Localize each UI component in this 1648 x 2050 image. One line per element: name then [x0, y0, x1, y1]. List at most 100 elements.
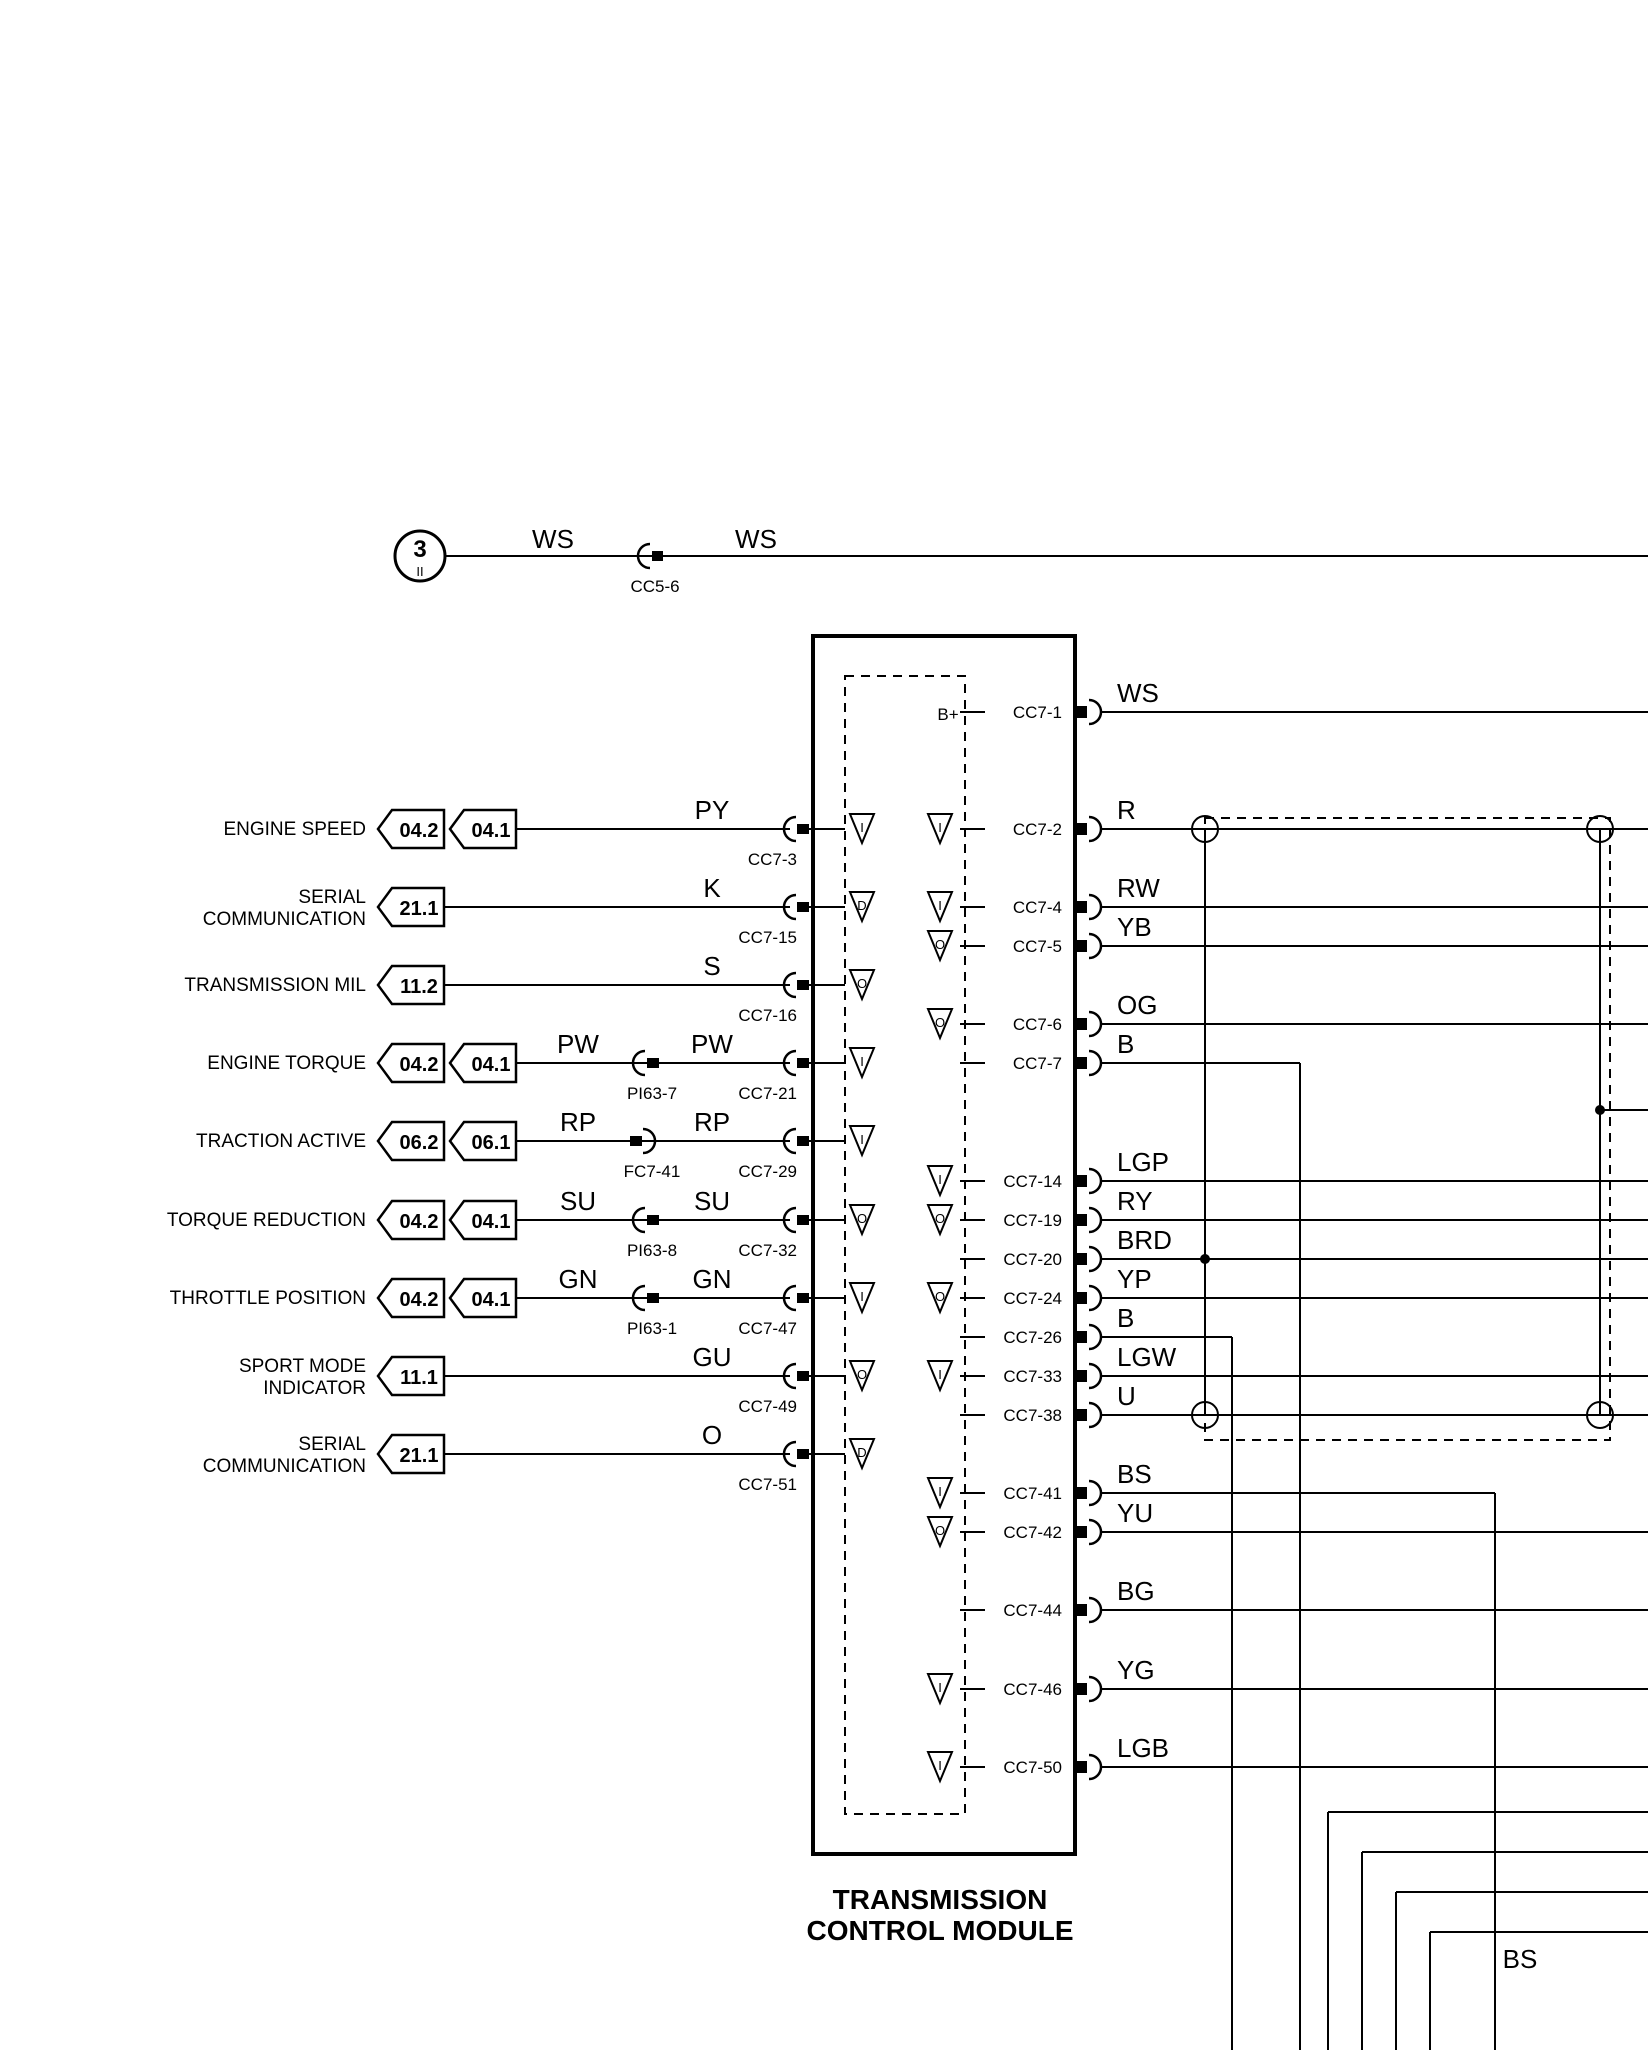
io-symbol-letter: O — [935, 1015, 945, 1030]
pin-contact — [797, 902, 809, 912]
pin-contact — [1075, 706, 1087, 718]
mid-connector-label: PI63-7 — [627, 1084, 677, 1103]
io-symbol-letter: O — [935, 937, 945, 952]
page-ref-label: 04.2 — [400, 1054, 439, 1076]
io-symbol-triangle — [926, 891, 954, 924]
pin-contact — [1075, 1487, 1087, 1499]
page-ref-label: 04.2 — [400, 1211, 439, 1233]
signal-label: COMMUNICATION — [203, 1456, 366, 1477]
wire-color-label: RW — [1117, 873, 1160, 903]
signal-label: THROTTLE POSITION — [170, 1288, 366, 1309]
shield-ring — [1191, 1401, 1219, 1429]
signal-label: TRANSMISSION MIL — [184, 975, 366, 996]
pin-contact — [1075, 823, 1087, 835]
page-ref-label: 21.1 — [400, 1445, 439, 1467]
wire-color-label: B — [1117, 1303, 1134, 1333]
wire-ws-right: WS — [735, 524, 777, 554]
pin-label: CC7-15 — [738, 928, 797, 947]
signal-label: ENGINE SPEED — [223, 819, 366, 840]
junction-dot — [1595, 1105, 1605, 1115]
io-symbol-letter: O — [857, 1211, 867, 1226]
pin-label: CC7-14 — [1003, 1172, 1062, 1191]
mid-connector-label: FC7-41 — [624, 1162, 681, 1181]
pin-connector — [782, 815, 797, 843]
io-symbol-triangle — [926, 1204, 954, 1237]
io-symbol-letter: O — [935, 1211, 945, 1226]
pin-connector — [1088, 1518, 1103, 1546]
mid-connector-label: PI63-1 — [627, 1319, 677, 1338]
pin-label: CC7-44 — [1003, 1601, 1062, 1620]
pin-label: CC7-4 — [1013, 898, 1062, 917]
io-symbol-triangle — [848, 1204, 876, 1237]
pin-contact — [1075, 1018, 1087, 1030]
pin-contact — [1075, 1526, 1087, 1538]
pin-contact — [1075, 1292, 1087, 1304]
mid-connector-symbol — [631, 1206, 646, 1234]
wire-color-label: YB — [1117, 912, 1152, 942]
connector-symbol — [636, 542, 651, 570]
pin-contact — [1075, 1409, 1087, 1421]
signal-label: TRACTION ACTIVE — [196, 1131, 366, 1152]
pin-label: CC7-47 — [738, 1319, 797, 1338]
pin-connector — [782, 1440, 797, 1468]
wire-color-label: O — [702, 1420, 722, 1450]
junction-dot — [1200, 1254, 1210, 1264]
right-pin-row: CC7-44 BG — [960, 1576, 1648, 1624]
io-symbol-triangle — [926, 1751, 954, 1784]
mid-connector-contact — [647, 1058, 659, 1068]
page-ref-label: 04.1 — [472, 1054, 511, 1076]
pin-label: CC7-50 — [1003, 1758, 1062, 1777]
wire-color-label: PY — [695, 795, 730, 825]
pin-connector — [782, 971, 797, 999]
shield-ring — [1586, 815, 1614, 843]
pin-contact — [797, 980, 809, 990]
pin-contact — [1075, 1214, 1087, 1226]
io-symbol-triangle — [848, 969, 876, 1002]
pin-label: CC7-6 — [1013, 1015, 1062, 1034]
io-symbol-letter: O — [935, 1523, 945, 1538]
pin-label: CC7-38 — [1003, 1406, 1062, 1425]
right-pin-row: CC7-1WS — [960, 678, 1648, 726]
wire-color-label: LGP — [1117, 1147, 1169, 1177]
wire-color-label: BS — [1117, 1459, 1152, 1489]
wire-ws-left: WS — [532, 524, 574, 554]
pin-connector — [1088, 1675, 1103, 1703]
wire-color-label: S — [703, 951, 720, 981]
page-ref-label: 11.2 — [400, 976, 438, 998]
pin-connector — [782, 1049, 797, 1077]
wire-color-label: SU — [560, 1186, 596, 1216]
page-ref-label: 04.2 — [400, 1289, 439, 1311]
io-symbol-letter: I — [860, 1054, 864, 1069]
pin-connector — [1088, 893, 1103, 921]
pin-connector — [782, 893, 797, 921]
pin-label: CC7-3 — [748, 850, 797, 869]
pin-contact — [1075, 901, 1087, 913]
io-symbol-letter: I — [860, 820, 864, 835]
wire-color-label: GN — [693, 1264, 732, 1294]
io-symbol-letter: O — [857, 976, 867, 991]
module-title-line2: CONTROL MODULE — [806, 1915, 1073, 1946]
shield-box — [1204, 817, 1611, 1441]
pin-label: CC7-5 — [1013, 937, 1062, 956]
wire-color-label: SU — [694, 1186, 730, 1216]
wire-color-label: YP — [1117, 1264, 1152, 1294]
wire-color-label: GN — [559, 1264, 598, 1294]
module-title-line1: TRANSMISSION — [833, 1884, 1048, 1915]
pin-contact — [797, 1215, 809, 1225]
page-ref-box — [376, 1042, 446, 1084]
pin-connector — [782, 1284, 797, 1312]
io-symbol-triangle — [926, 1477, 954, 1510]
bottom-wire-bs: BS — [1503, 1944, 1538, 1974]
io-symbol-letter: I — [938, 820, 942, 835]
page-ref-label: 06.1 — [472, 1132, 511, 1154]
bplus-label: B+ — [937, 705, 958, 724]
io-symbol-letter: O — [857, 1367, 867, 1382]
wire-color-label: BG — [1117, 1576, 1155, 1606]
wire-color-label: YG — [1117, 1655, 1155, 1685]
